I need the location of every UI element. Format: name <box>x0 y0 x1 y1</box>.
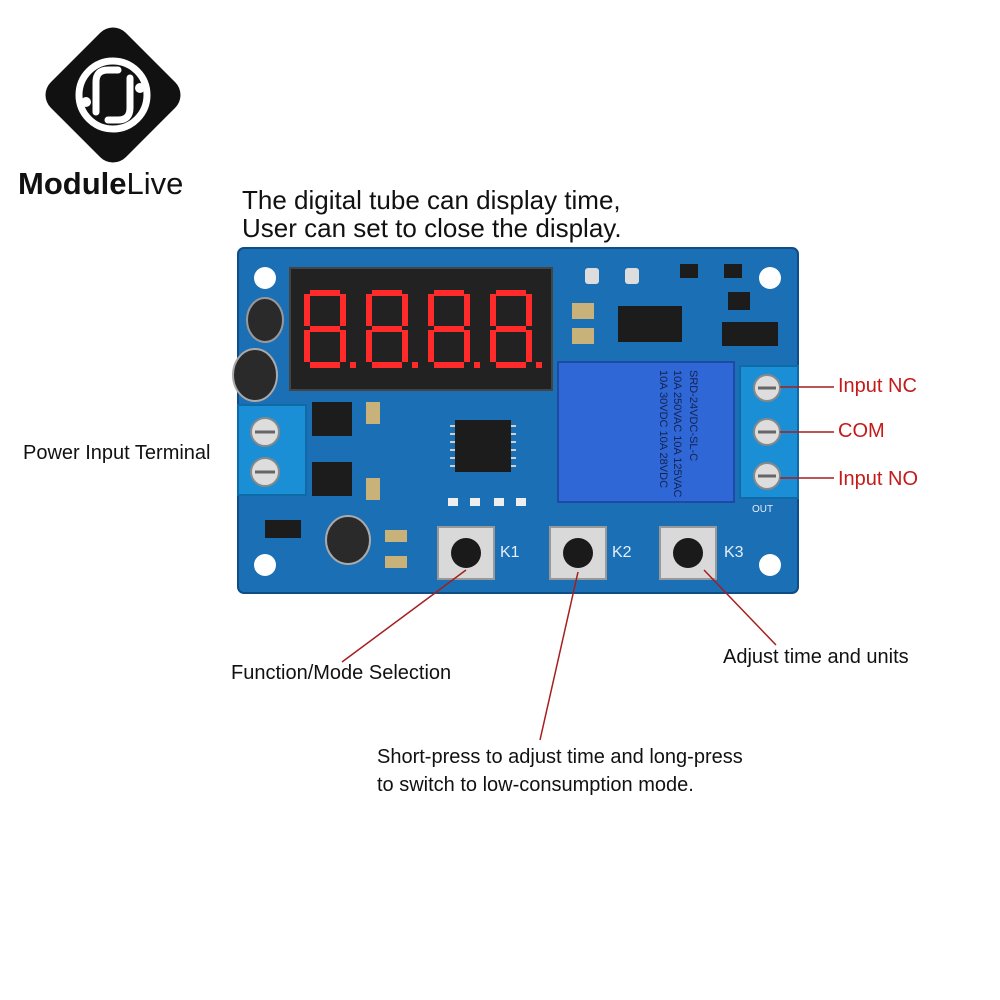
headline-line-2: User can set to close the display. <box>242 213 622 243</box>
mount-hole <box>759 554 781 576</box>
transistor <box>728 292 750 310</box>
mount-hole <box>759 267 781 289</box>
label-short-press-1: Short-press to adjust time and long-pres… <box>377 746 743 768</box>
button-k3[interactable] <box>659 526 717 580</box>
digit <box>304 290 356 368</box>
label-input-nc: Input NC <box>838 375 917 397</box>
callout-line-k1 <box>341 569 467 663</box>
button-k3-label: K3 <box>724 544 744 561</box>
smd-component <box>385 530 407 542</box>
button-k2[interactable] <box>549 526 607 580</box>
brand-logo <box>38 20 188 170</box>
relay-model-text: SRD-24VDC-SL-C <box>687 370 699 461</box>
digit <box>366 290 418 368</box>
diode <box>265 520 301 538</box>
button-k1-label: K1 <box>500 544 520 561</box>
display-digits <box>304 290 542 368</box>
smd-component <box>366 478 380 500</box>
label-adjust-time: Adjust time and units <box>723 646 909 668</box>
button-k1[interactable] <box>437 526 495 580</box>
smd-led <box>448 498 458 506</box>
smd-led <box>470 498 480 506</box>
smd-led <box>585 268 599 284</box>
smd-led <box>516 498 526 506</box>
smd-component <box>572 303 594 319</box>
capacitor <box>246 297 284 343</box>
smd-led <box>494 498 504 506</box>
mount-hole <box>254 267 276 289</box>
microcontroller-ic <box>455 420 511 472</box>
brand-name: ModuleLive <box>18 166 183 202</box>
callout-line-k3 <box>703 569 777 646</box>
label-input-no: Input NO <box>838 468 919 490</box>
capacitor <box>325 515 371 565</box>
headline-line-1: The digital tube can display time, <box>242 185 621 215</box>
voltage-regulator <box>312 402 352 436</box>
relay-rating-text: 10A 30VDC 10A 28VDC <box>657 370 669 488</box>
smd-resistor <box>680 264 698 278</box>
button-k2-label: K2 <box>612 544 632 561</box>
label-com: COM <box>838 420 885 442</box>
callout-line-k2 <box>539 571 579 741</box>
smd-component <box>572 328 594 344</box>
diode <box>722 322 778 346</box>
smd-resistor <box>724 264 742 278</box>
callout-lines <box>341 386 834 741</box>
brand-name-bold: Module <box>18 166 127 201</box>
digit <box>428 290 480 368</box>
out-label: OUT <box>752 504 773 515</box>
relay-rating-text: 10A 250VAC 10A 125VAC <box>671 370 683 497</box>
digit <box>490 290 542 368</box>
brand-name-light: Live <box>126 166 184 201</box>
capacitor <box>232 348 278 402</box>
smd-led <box>625 268 639 284</box>
mount-hole <box>254 554 276 576</box>
label-function-mode: Function/Mode Selection <box>231 662 452 684</box>
smd-component <box>385 556 407 568</box>
relay <box>557 361 735 503</box>
label-short-press-2: to switch to low-consumption mode. <box>377 774 694 796</box>
voltage-regulator <box>312 462 352 496</box>
smd-component <box>366 402 380 424</box>
headline: The digital tube can display time, User … <box>242 186 622 242</box>
optocoupler <box>618 306 682 342</box>
label-power-input: Power Input Terminal <box>23 442 211 464</box>
